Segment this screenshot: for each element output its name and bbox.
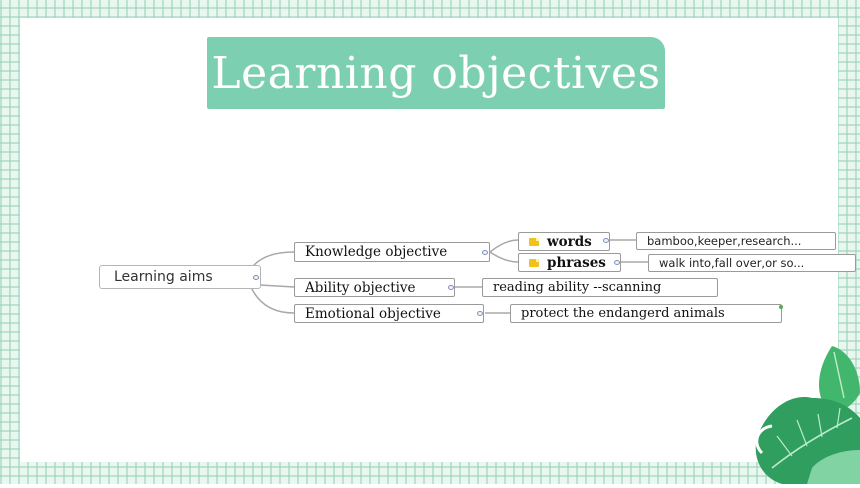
branch-label: Emotional objective xyxy=(305,305,441,322)
branch-emotional-objective[interactable]: Emotional objective xyxy=(294,304,484,323)
branch-knowledge-objective[interactable]: Knowledge objective xyxy=(294,242,490,262)
collapse-toggle-icon[interactable] xyxy=(603,238,609,243)
leaf-label: protect the endangerd animals xyxy=(521,306,725,321)
note-icon xyxy=(529,258,539,267)
note-icon xyxy=(529,237,539,246)
leaf-emotional-detail[interactable]: protect the endangerd animals xyxy=(510,304,782,323)
leaf-ability-detail[interactable]: reading ability --scanning xyxy=(482,278,718,297)
collapse-toggle-icon[interactable] xyxy=(477,311,483,316)
page-title: Learning objectives xyxy=(211,47,661,99)
collapse-toggle-icon[interactable] xyxy=(253,275,259,280)
subnode-phrases[interactable]: phrases xyxy=(518,253,621,272)
branch-label: Knowledge objective xyxy=(305,244,448,260)
branch-label: Ability objective xyxy=(305,279,416,296)
root-label: Learning aims xyxy=(114,269,213,285)
title-banner: Learning objectives xyxy=(207,37,665,109)
monstera-leaf-icon xyxy=(755,346,860,484)
collapse-toggle-icon[interactable] xyxy=(482,250,488,255)
leaf-label: walk into,fall over,or so... xyxy=(659,256,805,270)
leaf-label: bamboo,keeper,research... xyxy=(647,234,802,248)
subnode-label: phrases xyxy=(547,254,606,271)
status-dot-icon xyxy=(779,305,783,309)
leaf-words-detail[interactable]: bamboo,keeper,research... xyxy=(636,232,836,250)
subnode-words[interactable]: words xyxy=(518,232,610,251)
subnode-label: words xyxy=(547,233,592,250)
collapse-toggle-icon[interactable] xyxy=(614,260,620,265)
collapse-toggle-icon[interactable] xyxy=(448,285,454,290)
leaf-phrases-detail[interactable]: walk into,fall over,or so... xyxy=(648,254,856,272)
mindmap-root-node[interactable]: Learning aims xyxy=(99,265,261,289)
leaf-label: reading ability --scanning xyxy=(493,280,662,295)
branch-ability-objective[interactable]: Ability objective xyxy=(294,278,455,297)
